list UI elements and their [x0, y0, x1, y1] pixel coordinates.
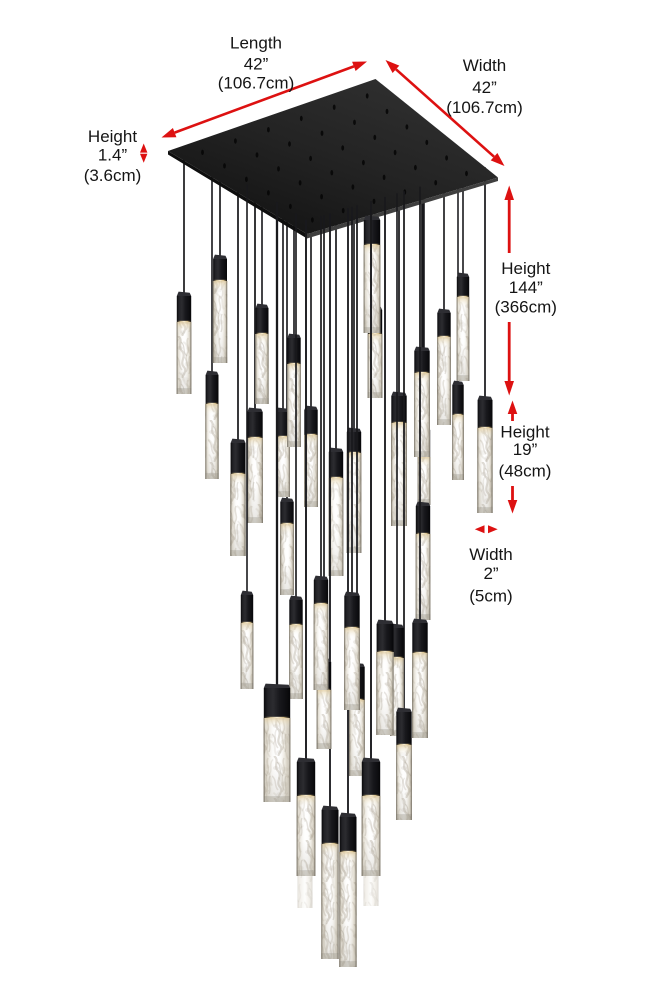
svg-text:144”: 144” [509, 278, 543, 297]
svg-text:(5cm): (5cm) [469, 586, 512, 605]
svg-text:2”: 2” [483, 564, 498, 583]
svg-text:1.4”: 1.4” [98, 145, 128, 164]
svg-text:(48cm): (48cm) [499, 462, 552, 481]
svg-text:Height: Height [88, 127, 137, 146]
svg-text:(106.7cm): (106.7cm) [218, 74, 295, 93]
svg-text:Height: Height [501, 259, 550, 278]
svg-text:Length: Length [230, 34, 282, 53]
svg-text:Height: Height [500, 423, 549, 442]
svg-text:(3.6cm): (3.6cm) [84, 166, 142, 185]
svg-text:(366cm): (366cm) [495, 297, 557, 316]
svg-text:42”: 42” [472, 78, 497, 97]
svg-text:(106.7cm): (106.7cm) [446, 98, 523, 117]
svg-text:42”: 42” [244, 55, 269, 74]
svg-text:Width: Width [463, 56, 506, 75]
svg-text:19”: 19” [513, 440, 538, 459]
svg-text:Width: Width [469, 545, 512, 564]
